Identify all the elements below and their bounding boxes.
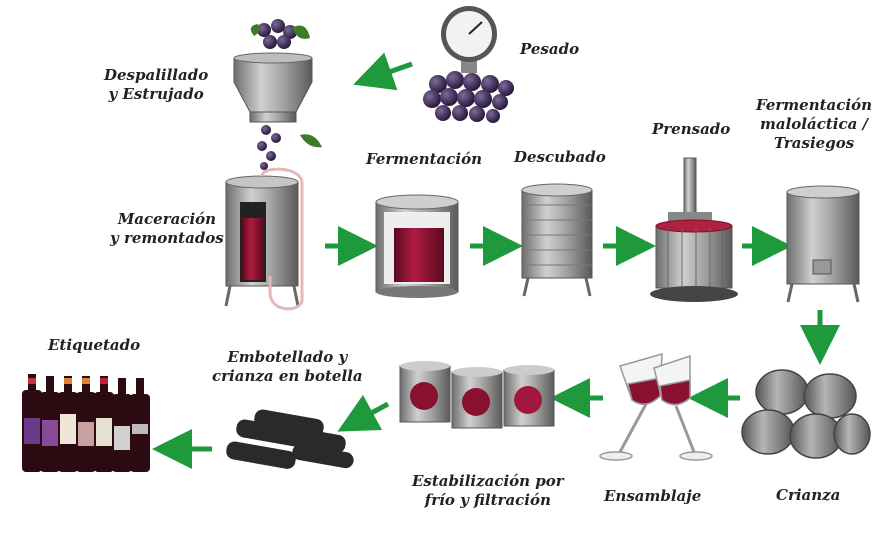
label-malolactica: Fermentación maloláctica / Trasiegos bbox=[756, 96, 872, 152]
maceration-tank-icon bbox=[224, 167, 304, 311]
label-prensado: Prensado bbox=[652, 120, 731, 138]
malolactic-tank-icon bbox=[786, 185, 860, 303]
flow-arrows bbox=[152, 52, 840, 469]
barrels-icon bbox=[741, 369, 871, 459]
scale-icon bbox=[423, 6, 514, 123]
fermentation-tank-icon bbox=[375, 194, 459, 298]
label-pesado: Pesado bbox=[520, 40, 580, 58]
labeled-bottles-icon bbox=[22, 374, 150, 472]
label-etiquetado: Etiquetado bbox=[48, 336, 141, 354]
label-maceracion: Maceración y remontados bbox=[110, 210, 224, 247]
label-estabilizacion: Estabilización por frío y filtración bbox=[412, 472, 564, 509]
destemmer-hopper-icon bbox=[233, 19, 322, 170]
label-despalillado: Despalillado y Estrujado bbox=[104, 66, 209, 103]
label-embotellado: Embotellado y crianza en botella bbox=[212, 348, 363, 385]
label-descubado: Descubado bbox=[514, 148, 606, 166]
label-ensamblaje: Ensamblaje bbox=[604, 487, 702, 505]
wine-glasses-icon bbox=[599, 352, 713, 461]
label-crianza: Crianza bbox=[776, 486, 841, 504]
arrow-pesado-to-despalillado bbox=[353, 52, 413, 91]
stabilization-tanks-icon bbox=[399, 361, 555, 429]
label-fermentacion: Fermentación bbox=[366, 150, 482, 168]
racking-tank-icon bbox=[521, 183, 593, 297]
arrow-estabilizacion-to-embotellado bbox=[337, 394, 390, 432]
press-icon bbox=[650, 157, 738, 302]
lying-bottles-icon bbox=[226, 409, 354, 469]
